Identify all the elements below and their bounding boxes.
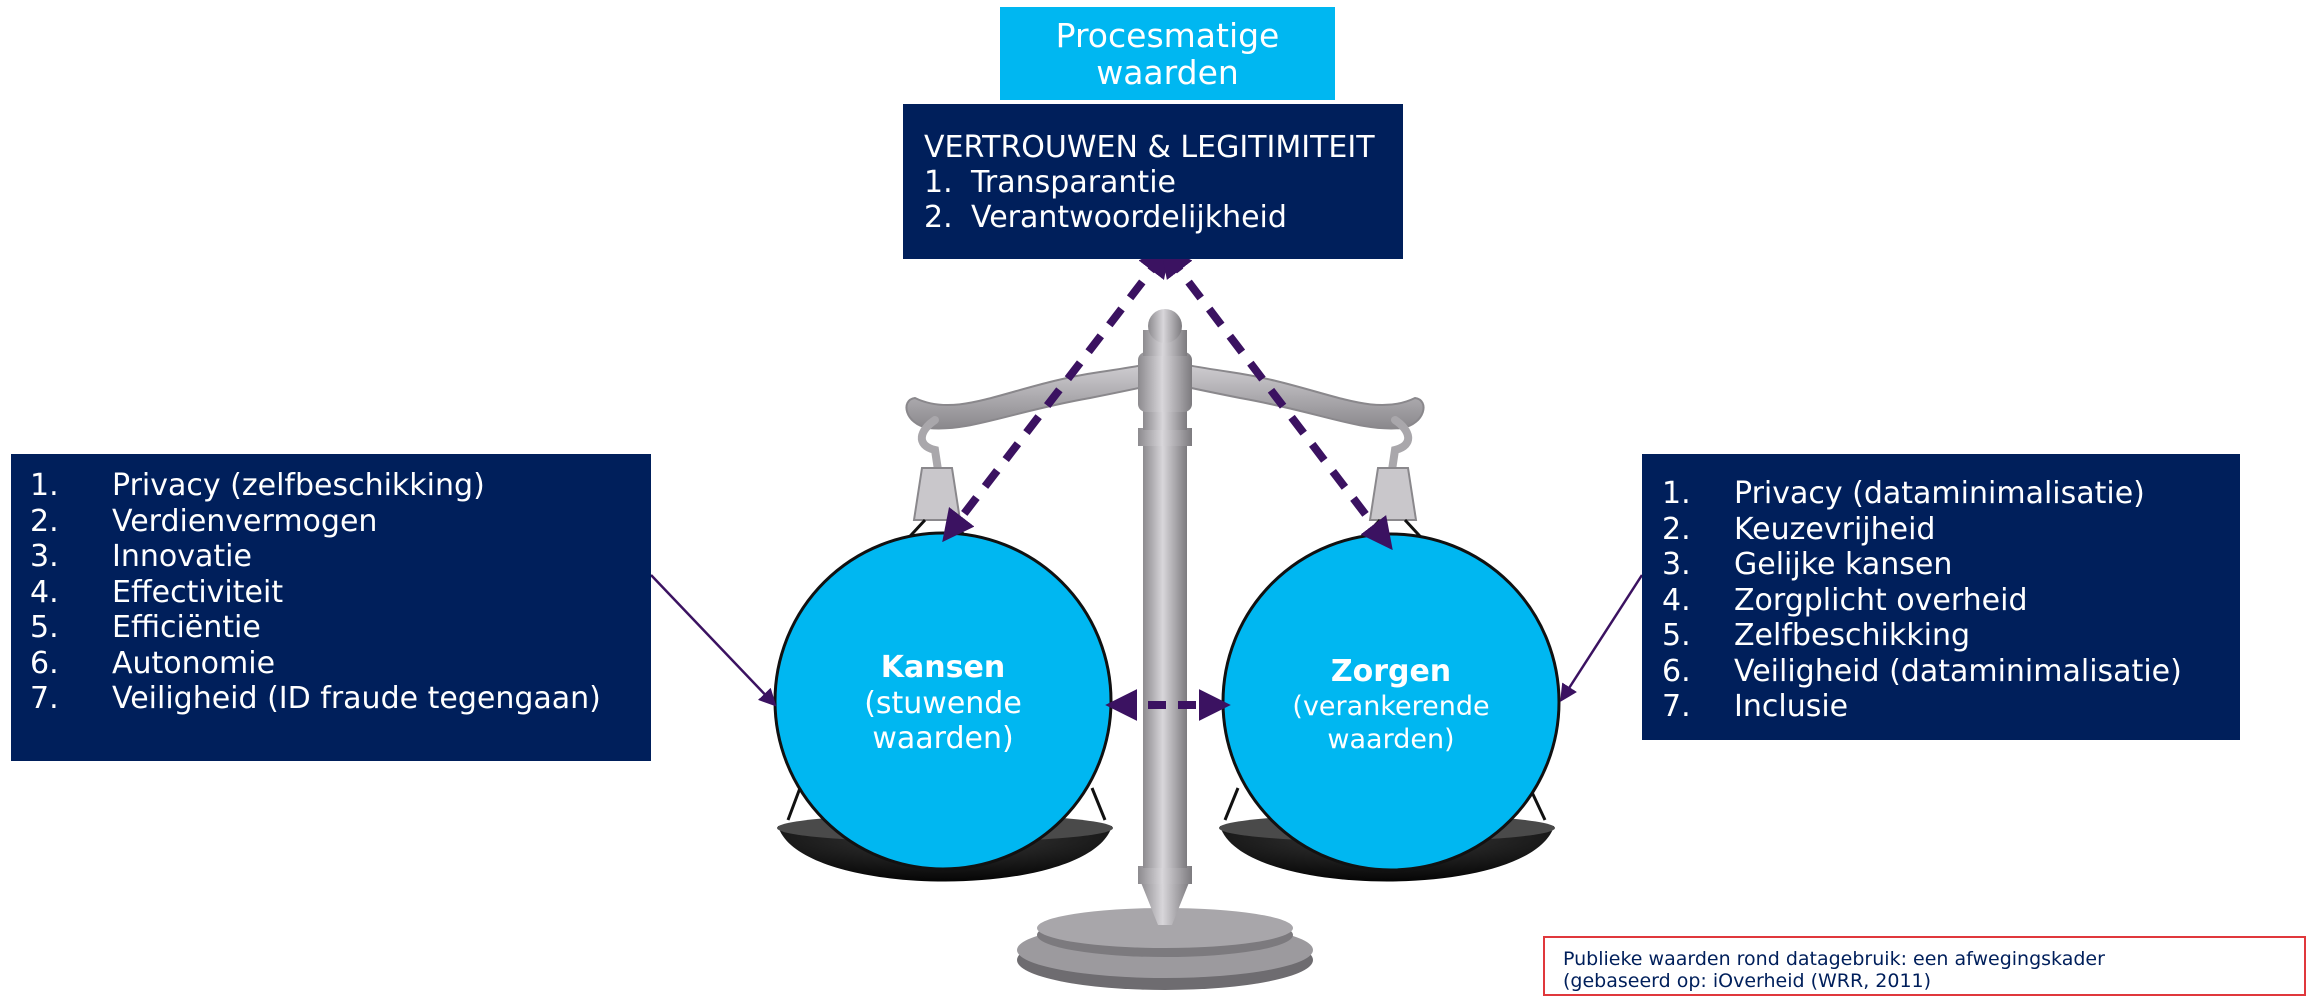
list-label: Transparantie	[971, 165, 1176, 200]
scale-base	[1017, 908, 1313, 990]
list-label: Efficiëntie	[112, 610, 261, 645]
list-number: 4.	[1662, 582, 1691, 618]
kansen-subtitle-line-2: waarden)	[872, 721, 1014, 756]
kansen-list-box: 1. Privacy (zelfbeschikking) 2. Verdienver…	[11, 454, 651, 761]
list-item: 1. Transparantie	[924, 165, 1403, 200]
list-label: Gelijke kansen	[1734, 547, 1953, 582]
source-line-1: Publieke waarden rond datagebruik: een a…	[1563, 948, 2105, 970]
arrow-trust-to-kansen	[942, 244, 1171, 543]
list-label: Keuzevrijheid	[1734, 511, 1936, 547]
list-item: 2. Keuzevrijheid	[1662, 512, 2240, 548]
zorgen-list-box: 1. Privacy (dataminimalisatie) 2. Keuzevri…	[1642, 454, 2240, 740]
list-item: 2. Verantwoordelijkheid	[924, 200, 1403, 235]
list-label: Verdienvermogen	[112, 503, 378, 539]
kansen-title: Kansen	[880, 650, 1006, 685]
list-number: 2.	[1662, 511, 1691, 547]
list-item: 4. Zorgplicht overheid	[1662, 583, 2240, 619]
list-number: 4.	[30, 574, 59, 610]
list-item: 3. Gelijke kansen	[1662, 547, 2240, 583]
list-item: 6. Veiligheid (dataminimalisatie)	[1662, 654, 2240, 690]
zorgen-subtitle-line-1: (verankerende	[1292, 691, 1490, 722]
connector-left-list	[650, 574, 777, 707]
source-caption: Publieke waarden rond datagebruik: een a…	[1543, 936, 2306, 996]
list-number: 1.	[30, 468, 59, 503]
list-label: Inclusie	[1734, 689, 1849, 724]
list-number: 1.	[924, 165, 953, 200]
zorgen-subtitle-line-2: waarden)	[1327, 724, 1455, 755]
list-label: Effectiviteit	[112, 574, 284, 610]
list-item: 7. Veiligheid (ID fraude tegengaan)	[30, 681, 651, 717]
list-item: 2. Verdienvermogen	[30, 504, 651, 540]
title-line-2: waarden	[1096, 52, 1239, 92]
kansen-label: Kansen (stuwende waarden)	[793, 650, 1093, 756]
trust-heading: VERTROUWEN & LEGITIMITEIT	[924, 130, 1375, 165]
list-label: Autonomie	[112, 645, 276, 681]
list-number: 7.	[30, 681, 59, 716]
list-label: Innovatie	[112, 539, 252, 574]
list-item: 4. Effectiviteit	[30, 575, 651, 611]
title-line-1: Procesmatige	[1055, 15, 1280, 55]
list-item: 1. Privacy (zelfbeschikking)	[30, 468, 651, 504]
list-item: 1. Privacy (dataminimalisatie)	[1662, 476, 2240, 512]
zorgen-title: Zorgen	[1330, 654, 1452, 689]
list-number: 1.	[1662, 476, 1691, 511]
list-number: 2.	[30, 503, 59, 539]
list-item: 6. Autonomie	[30, 646, 651, 682]
list-number: 5.	[30, 610, 59, 645]
arrow-trust-to-zorgen	[1160, 244, 1393, 551]
trust-box: VERTROUWEN & LEGITIMITEIT 1. Transparant…	[903, 104, 1403, 259]
list-number: 5.	[1662, 618, 1691, 653]
list-item: 3. Innovatie	[30, 539, 651, 575]
source-line-2: (gebaseerd op: iOverheid (WRR, 2011)	[1563, 970, 1932, 992]
list-number: 6.	[30, 645, 59, 681]
list-label: Privacy (zelfbeschikking)	[112, 468, 485, 503]
list-label: Zorgplicht overheid	[1734, 582, 2028, 618]
connector-right-list	[1560, 574, 1644, 702]
kansen-subtitle-line-1: (stuwende	[864, 686, 1022, 721]
list-number: 3.	[30, 539, 59, 574]
list-item: 5. Efficiëntie	[30, 610, 651, 646]
scale-pillar	[1138, 309, 1192, 925]
list-label: Veiligheid (dataminimalisatie)	[1734, 653, 2182, 689]
procesmatige-waarden-title: Procesmatige waarden	[1000, 7, 1335, 100]
list-item: 5. Zelfbeschikking	[1662, 618, 2240, 654]
list-label: Zelfbeschikking	[1734, 618, 1971, 653]
list-label: Verantwoordelijkheid	[971, 200, 1287, 235]
list-number: 7.	[1662, 689, 1691, 724]
list-item: 7. Inclusie	[1662, 689, 2240, 725]
list-label: Privacy (dataminimalisatie)	[1734, 476, 2145, 511]
list-number: 2.	[924, 200, 953, 235]
zorgen-label: Zorgen (verankerende waarden)	[1241, 654, 1541, 756]
list-number: 6.	[1662, 653, 1691, 689]
list-number: 3.	[1662, 547, 1691, 582]
list-label: Veiligheid (ID fraude tegengaan)	[112, 681, 601, 716]
